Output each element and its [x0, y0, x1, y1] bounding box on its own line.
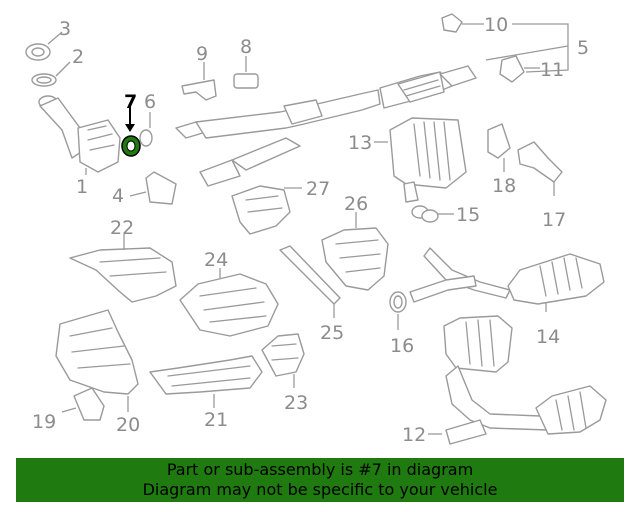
callout-25: 25: [320, 322, 344, 344]
part-4-bracket: [129, 171, 177, 205]
part-13-muffler: [374, 117, 467, 203]
callout-17: 17: [542, 209, 566, 231]
callout-18: 18: [492, 175, 516, 197]
callout-27: 27: [306, 178, 330, 200]
part-8-hanger: [233, 56, 259, 89]
part-24-heat-shield: [179, 268, 279, 337]
part-10-clip: [441, 13, 484, 33]
callout-26: 26: [344, 193, 368, 215]
part-info-banner: Part or sub-assembly is #7 in diagram Di…: [16, 458, 624, 502]
part-15-clamp: [411, 205, 454, 223]
callout-15: 15: [456, 204, 480, 226]
part-16-gasket: [389, 291, 407, 330]
part-3-cap: [25, 31, 63, 61]
part-6-gasket: [139, 112, 153, 147]
callout-21: 21: [204, 409, 228, 431]
callout-7-highlighted: 7: [124, 91, 137, 113]
callout-11: 11: [540, 59, 564, 81]
part-21-heat-shield: [149, 355, 263, 408]
part-1-converter: [38, 95, 121, 175]
part-18-bracket: [487, 123, 511, 172]
part-7-highlighted: [121, 104, 141, 157]
part-11-bracket: [499, 55, 540, 83]
part-14-rear-muffler: [409, 247, 605, 312]
part-19-shield: [61, 387, 105, 421]
callout-20: 20: [116, 414, 140, 436]
callout-2: 2: [72, 46, 84, 68]
callout-14: 14: [536, 326, 560, 348]
callout-6: 6: [144, 91, 156, 113]
part-26-heat-shield: [321, 212, 389, 291]
callout-1: 1: [76, 176, 88, 198]
callout-8: 8: [240, 36, 252, 58]
banner-line-2: Diagram may not be specific to your vehi…: [142, 480, 498, 499]
part-27-heat-shield: [231, 185, 302, 235]
part-17-bracket: [517, 141, 563, 196]
part-12-rear-assembly: [428, 315, 607, 445]
banner-line-1: Part or sub-assembly is #7 in diagram: [166, 460, 474, 479]
part-22-heat-shield: [69, 234, 177, 303]
callout-16: 16: [390, 335, 414, 357]
part-9-hanger: [181, 62, 217, 101]
callout-19: 19: [32, 411, 56, 433]
part-23-shield: [261, 333, 305, 388]
callout-13: 13: [348, 132, 372, 154]
callout-24: 24: [204, 249, 228, 271]
part-25-strip: [279, 245, 341, 318]
callout-12: 12: [402, 424, 426, 446]
part-20-heat-shield: [55, 309, 139, 412]
callout-4: 4: [112, 185, 124, 207]
callout-22: 22: [110, 217, 134, 239]
part-5-lead-lines: [485, 23, 569, 73]
callout-23: 23: [284, 392, 308, 414]
callout-5: 5: [577, 37, 589, 59]
front-pipe-assembly: [175, 65, 477, 187]
callout-9: 9: [196, 43, 208, 65]
part-2-gasket: [31, 61, 71, 87]
exhaust-system-diagram: 1 2 3 4 5 6 7 8 9 10 11 12 13 14 15 16 1…: [25, 13, 607, 446]
callout-10: 10: [484, 14, 508, 36]
callout-3: 3: [59, 18, 71, 40]
